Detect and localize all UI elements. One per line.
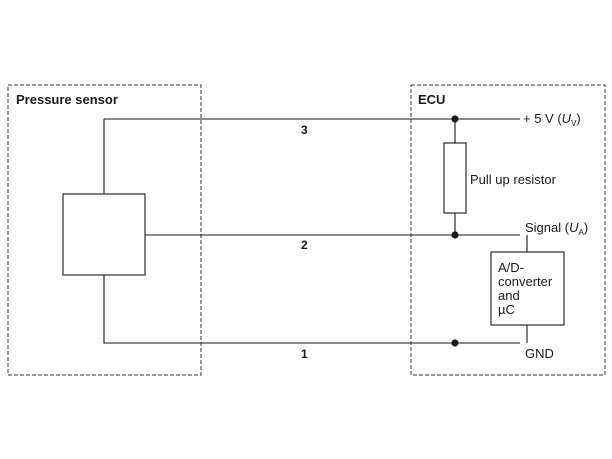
converter-line-2: converter xyxy=(498,274,553,289)
sensor-title: Pressure sensor xyxy=(16,92,118,107)
line-number-2: 2 xyxy=(301,238,308,252)
converter-line-4: µC xyxy=(498,302,515,317)
sensor-element xyxy=(62,193,146,276)
converter-line-1: A/D- xyxy=(498,260,524,275)
resistor-label: Pull up resistor xyxy=(470,172,557,187)
line-number-3: 3 xyxy=(301,123,308,137)
wire-1 xyxy=(103,275,520,344)
pull-up-resistor xyxy=(443,142,467,214)
ecu-enclosure xyxy=(410,84,606,376)
wire-3 xyxy=(103,118,520,194)
junction-ground xyxy=(451,339,459,347)
converter-line-3: and xyxy=(498,288,520,303)
pressure-sensor-enclosure xyxy=(7,84,202,376)
ecu-title: ECU xyxy=(418,92,445,107)
line-number-1: 1 xyxy=(301,347,308,361)
supply-label: + 5 V (UV) xyxy=(523,111,581,128)
junction-signal xyxy=(451,231,459,239)
gnd-label: GND xyxy=(525,346,554,361)
signal-label: Signal (UA) xyxy=(525,220,588,237)
junction-supply xyxy=(451,115,459,123)
